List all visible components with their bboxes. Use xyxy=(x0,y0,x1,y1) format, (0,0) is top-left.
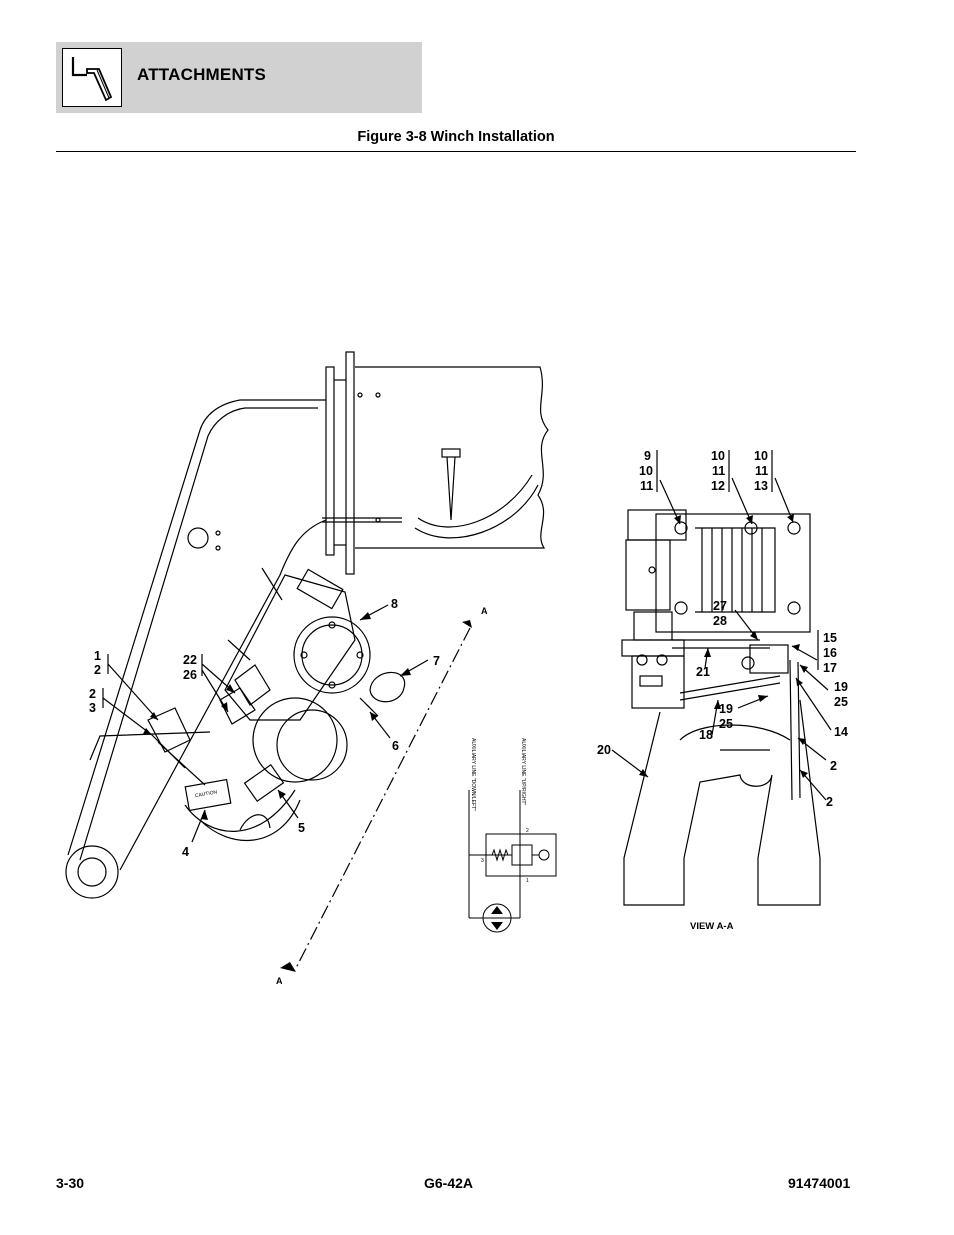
callout-6: 6 xyxy=(392,739,399,753)
callout-v25a: 25 xyxy=(834,695,848,709)
callout-v18: 18 xyxy=(699,728,713,742)
attachment-hook-icon xyxy=(62,48,122,107)
view-label: VIEW A-A xyxy=(690,921,734,932)
callout-v16: 16 xyxy=(823,646,837,660)
section-marker-top: A xyxy=(481,606,488,616)
callout-v20: 20 xyxy=(597,743,611,757)
callout-v10c: 10 xyxy=(754,449,768,463)
callout-v28: 28 xyxy=(713,614,727,628)
section-title: ATTACHMENTS xyxy=(137,65,267,84)
section-marker-bottom: A xyxy=(276,976,283,986)
header-divider xyxy=(56,151,856,152)
callout-2a: 2 xyxy=(94,663,101,677)
callout-v17: 17 xyxy=(823,661,837,675)
callout-v12: 12 xyxy=(711,479,725,493)
part-number: 91474001 xyxy=(788,1175,851,1191)
callout-5: 5 xyxy=(298,821,305,835)
callout-7: 7 xyxy=(433,654,440,668)
callout-8: 8 xyxy=(391,597,398,611)
callout-v11c: 11 xyxy=(755,464,768,478)
callout-v2b: 2 xyxy=(826,795,833,809)
callout-v21: 21 xyxy=(696,665,710,679)
callout-v13: 13 xyxy=(754,479,768,493)
schematic-port-2: 2 xyxy=(526,828,529,834)
callout-v25b: 25 xyxy=(719,717,733,731)
callout-v10a: 10 xyxy=(639,464,653,478)
figure-title: Figure 3-8 Winch Installation xyxy=(357,129,555,145)
callout-v9: 9 xyxy=(644,449,651,463)
callout-v10b: 10 xyxy=(711,449,725,463)
model-number: G6-42A xyxy=(424,1175,474,1191)
callout-4: 4 xyxy=(182,845,189,859)
callout-v19a: 19 xyxy=(834,680,848,694)
callout-v11a: 11 xyxy=(640,479,653,493)
page-number: 3-30 xyxy=(56,1175,85,1191)
callout-v15: 15 xyxy=(823,631,837,645)
schematic-port-3: 3 xyxy=(481,858,484,864)
caution-decal-text: CAUTION xyxy=(195,789,219,799)
callout-2b: 2 xyxy=(89,687,96,701)
callout-22: 22 xyxy=(183,653,197,667)
callout-v2a: 2 xyxy=(830,759,837,773)
schematic-line-right: AUXILIARY LINE "UP/RIGHT" xyxy=(520,738,526,805)
callout-v11b: 11 xyxy=(712,464,725,478)
callout-1: 1 xyxy=(94,649,101,663)
schematic-line-left: AUXILIARY LINE "DOWN/LEFT" xyxy=(470,738,476,811)
callout-3: 3 xyxy=(89,701,96,715)
callout-v14: 14 xyxy=(834,725,848,739)
callout-v19b: 19 xyxy=(719,702,733,716)
callout-26: 26 xyxy=(183,668,197,682)
schematic-port-1: 1 xyxy=(526,878,529,884)
callout-v27: 27 xyxy=(713,599,727,613)
